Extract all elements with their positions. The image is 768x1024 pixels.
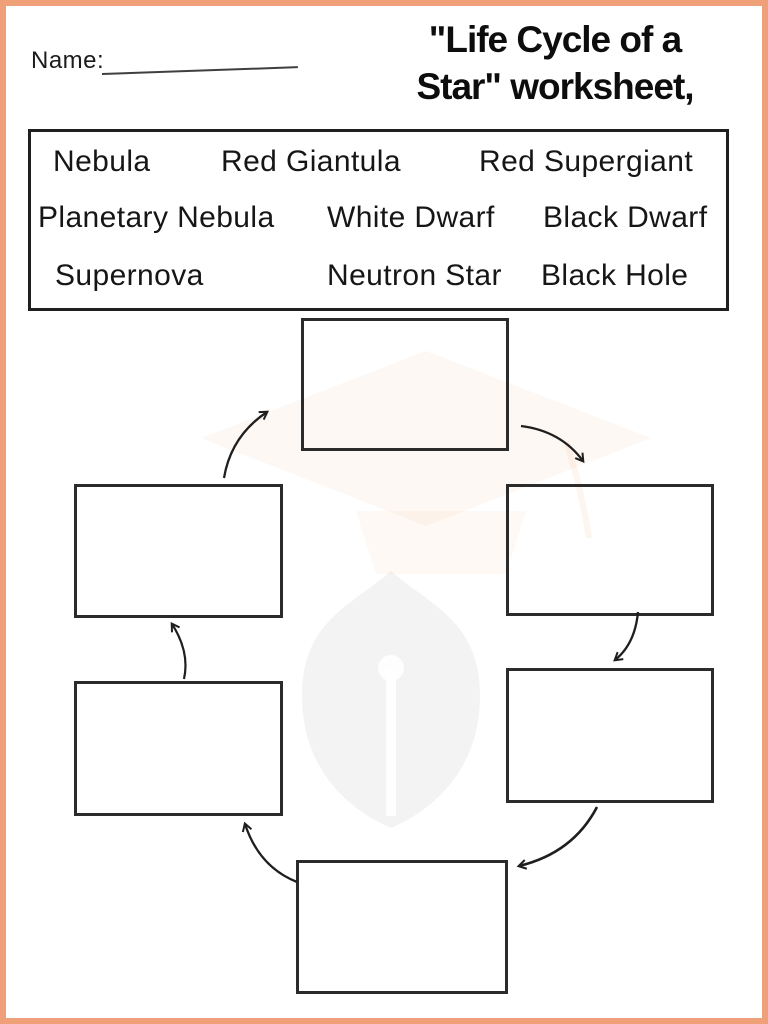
word-bank-term-black-dwarf[interactable]: Black Dwarf [543,201,708,234]
answer-box-left-lower[interactable] [74,681,283,816]
word-bank-term-neutron-star[interactable]: Neutron Star [327,259,502,292]
answer-box-right-lower[interactable] [506,668,714,803]
pen-nib-watermark [302,571,480,828]
word-bank-term-white-dwarf[interactable]: White Dwarf [327,201,495,234]
arrow-right-lower-to-bottom [516,806,599,870]
answer-box-right-upper[interactable] [506,484,714,616]
answer-box-left-upper[interactable] [74,484,283,618]
page-title-line2: Star" worksheet, [416,66,694,107]
word-bank-term-red-giantula[interactable]: Red Giantula [221,145,401,178]
word-bank-term-supernova[interactable]: Supernova [55,259,204,292]
word-bank: Nebula Red Giantula Red Supergiant Plane… [28,129,729,311]
answer-box-top-center[interactable] [301,318,509,451]
name-label: Name: [31,47,105,74]
page-title: "Life Cycle of a Star" worksheet, [394,16,716,110]
arrow-left-upper-to-top [222,410,270,479]
arrow-left-lower-to-upper [170,621,187,680]
arrow-bottom-to-left-lower [241,821,298,884]
answer-box-bottom-center[interactable] [296,860,508,994]
page-title-line1: "Life Cycle of a [428,19,682,60]
word-bank-term-nebula[interactable]: Nebula [53,145,151,178]
word-bank-term-planetary-nebula[interactable]: Planetary Nebula [38,201,275,234]
arrow-top-to-right-upper [520,424,585,463]
name-input-line[interactable] [101,66,298,75]
arrow-right-upper-to-lower [613,611,640,662]
word-bank-term-red-supergiant[interactable]: Red Supergiant [479,145,694,178]
word-bank-term-black-hole[interactable]: Black Hole [541,259,689,292]
